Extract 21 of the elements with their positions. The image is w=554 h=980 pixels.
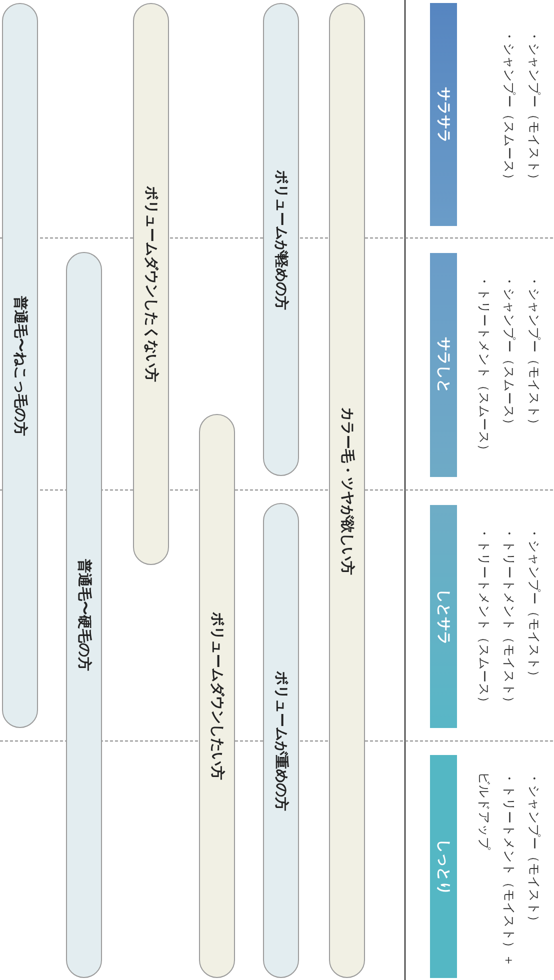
product-item: ・シャンプー（スムース） <box>501 275 518 433</box>
product-item: ・シャンプー（モイスト） <box>526 527 543 685</box>
category-bar: しっとり <box>430 755 457 978</box>
hair-type-bar: 普通毛〜ねこっ毛の方 <box>2 3 38 728</box>
product-item: ・シャンプー（スムース） <box>501 30 518 188</box>
hair-type-bar: ボリュームダウンしたい方 <box>199 414 235 978</box>
category-bar: サラサラ <box>430 3 457 226</box>
category-bar: しとサラ <box>430 505 457 728</box>
hair-type-bar: カラー毛・ツヤが欲しい方 <box>329 3 365 978</box>
product-item: ・トリートメント（スムース） <box>476 527 493 711</box>
hair-type-bar: ボリュームダウンしたくない方 <box>133 3 169 565</box>
category-bar: サラしと <box>430 253 457 477</box>
product-item: ・トリートメント（モイスト） <box>501 527 518 711</box>
hair-type-bar: 普通毛〜硬毛の方 <box>66 252 102 978</box>
product-item: ・シャンプー（モイスト） <box>526 772 543 930</box>
product-item: ・シャンプー（モイスト） <box>526 275 543 433</box>
hair-type-bar: ボリュームが軽めの方 <box>263 3 299 476</box>
product-item: ・シャンプー（モイスト） <box>526 30 543 188</box>
hair-type-bar: ボリュームが重めの方 <box>263 503 299 978</box>
product-item: ・トリートメント（スムース） <box>476 275 493 459</box>
product-item: ・トリートメント（モイスト）＋ビルドアップ <box>476 772 518 969</box>
